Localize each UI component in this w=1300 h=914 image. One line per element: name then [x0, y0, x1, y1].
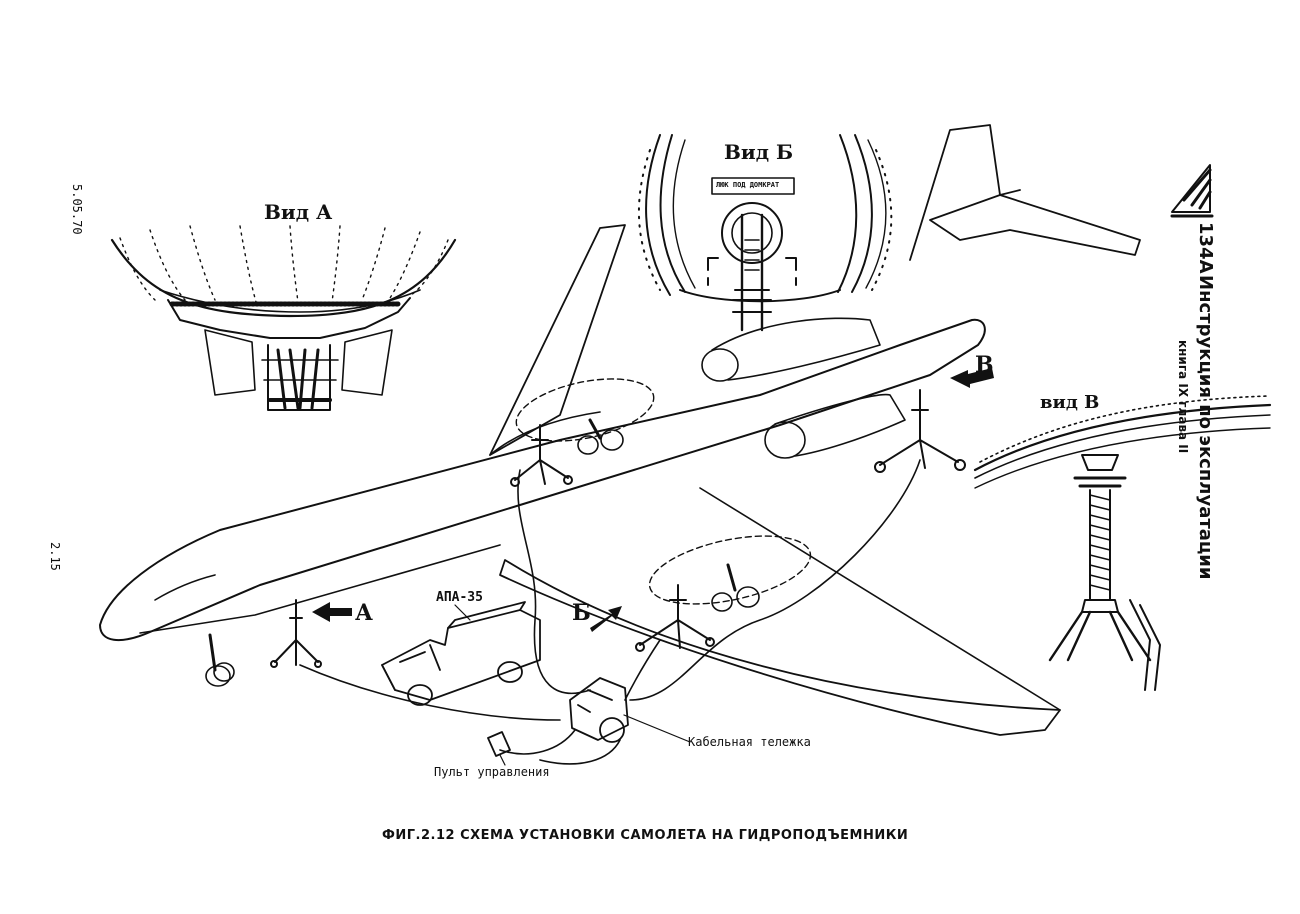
view-v-title: вид В — [1040, 392, 1100, 413]
cable-cart — [569, 677, 629, 743]
header-subtitle: книга IX глава II — [1176, 340, 1190, 454]
view-a-detail — [110, 225, 457, 411]
arrow-a-label: А — [355, 600, 373, 626]
apa-35-truck — [381, 601, 541, 706]
arrow-v — [950, 368, 994, 388]
leader-lines — [454, 604, 691, 766]
nose-jack — [270, 599, 322, 668]
header-title: Инструкция по эксплуатации — [1195, 275, 1216, 580]
arrow-b-label: Б — [572, 600, 591, 626]
hydraulic-hoses — [299, 459, 921, 765]
view-v-detail — [973, 395, 1272, 691]
view-b-plate-label: ЛЮК ПОД ДОМКРАТ — [716, 181, 780, 189]
control-panel — [487, 731, 511, 757]
header-model: 134А — [1195, 222, 1216, 274]
wing-jack-lower — [635, 584, 715, 652]
wheel-well-outlines — [515, 378, 812, 605]
arrow-v-label: В — [975, 352, 994, 378]
view-b-title: Вид Б — [724, 140, 794, 164]
wing-jack-right — [874, 389, 966, 473]
control-panel-label: Пульт управления — [434, 765, 550, 779]
arrow-a — [312, 602, 352, 622]
wing-jack-left — [510, 424, 573, 487]
page-number: 2.15 — [48, 542, 62, 571]
apa-35-label: АПА-35 — [436, 590, 483, 605]
cable-cart-label: Кабельная тележка — [688, 735, 811, 749]
figure-caption: ФИГ.2.12 СХЕМА УСТАНОВКИ САМОЛЕТА НА ГИД… — [382, 828, 909, 843]
aeroflot-logo — [1170, 164, 1214, 218]
document-date: 5.05.70 — [70, 184, 84, 235]
arrow-b — [590, 606, 622, 632]
view-b-detail — [637, 134, 893, 332]
view-a-title: Вид А — [264, 200, 333, 224]
aircraft-outline — [99, 124, 1141, 736]
